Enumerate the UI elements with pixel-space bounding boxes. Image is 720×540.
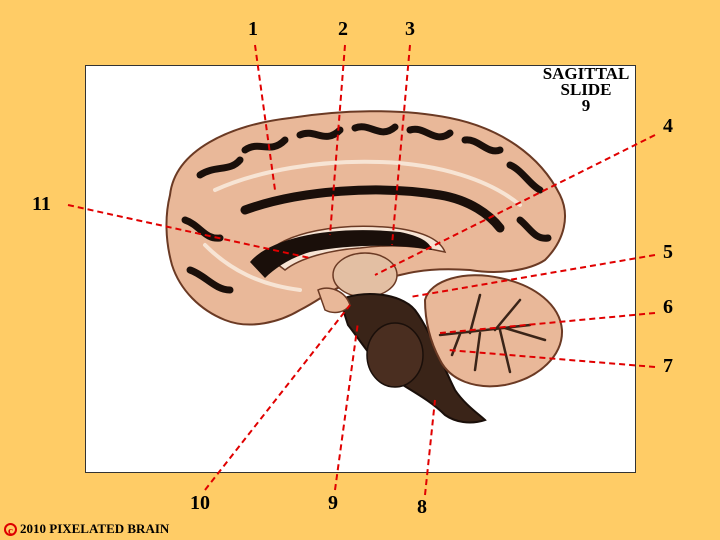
leader-lines: [67, 44, 656, 496]
label-11: 11: [32, 193, 51, 215]
cerebellum: [423, 274, 564, 388]
label-5: 5: [663, 241, 673, 263]
label-4: 4: [663, 115, 673, 137]
title-line-2: SLIDE: [560, 80, 612, 99]
label-2: 2: [338, 18, 348, 40]
copyright-text: 2010 PIXELATED BRAIN: [20, 521, 170, 536]
copyright-icon: c: [4, 523, 17, 537]
title-line-1: SAGITTAL: [542, 64, 630, 83]
cortical-sulci: [181, 123, 552, 294]
label-1: 1: [248, 18, 258, 40]
title-line-3: 9: [581, 96, 591, 115]
pons: [366, 322, 424, 388]
label-10: 10: [190, 492, 210, 514]
label-9: 9: [328, 492, 338, 514]
label-6: 6: [663, 296, 673, 318]
lateral-ventricle: [250, 230, 432, 278]
label-8: 8: [417, 496, 427, 518]
slide-title: SAGITTAL SLIDE 9: [526, 64, 646, 115]
thalamus: [332, 252, 398, 298]
label-7: 7: [663, 355, 673, 377]
arbor-vitae: [438, 293, 547, 374]
label-3: 3: [405, 18, 415, 40]
